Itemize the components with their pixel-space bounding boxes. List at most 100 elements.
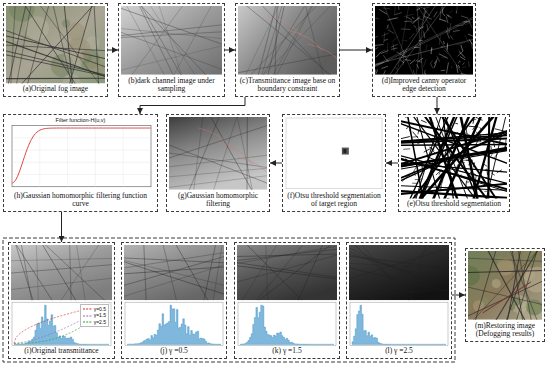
legend-row: γ=0.5 (83, 306, 106, 312)
pylon-line (40, 245, 79, 300)
edge-fragment (375, 48, 378, 54)
edge-fragment (443, 13, 445, 16)
edge-fragment (405, 51, 407, 53)
flow-arrow (437, 97, 438, 114)
edge-fragment (497, 170, 502, 173)
image-panel: (e)Otsu threshold segmentation (398, 114, 510, 212)
texture-blot (25, 16, 49, 40)
pylon-line (237, 265, 337, 280)
edge-fragment (403, 40, 407, 42)
edge-fragment (383, 55, 387, 62)
edge-fragment (423, 70, 425, 75)
edge-fragment (413, 132, 419, 139)
frame (286, 118, 382, 189)
edge-fragment (414, 25, 415, 27)
edge-fragment (401, 50, 404, 53)
edge-fragment (439, 170, 441, 175)
edge-fragment (500, 132, 502, 134)
legend-row: γ=1.5 (83, 312, 106, 318)
edge-fragment (461, 74, 467, 75)
edge-fragment (465, 35, 468, 44)
histogram-bars (127, 305, 221, 344)
pylon-line (260, 6, 283, 75)
edge-fragment (460, 56, 465, 59)
plot-frame (12, 302, 111, 345)
edge-fragment (450, 36, 452, 40)
edge-fragment (381, 33, 388, 36)
panel-caption: (m)Restoring image (Defogging results) (469, 322, 541, 339)
flow-arrow (140, 97, 245, 114)
legend: γ=0.5γ=1.5γ=2.5 (80, 304, 109, 327)
edge-fragment (425, 73, 427, 75)
pylon-line (6, 45, 105, 51)
edge-fragment (475, 125, 476, 128)
edge-fragment (426, 44, 427, 51)
flow-arrow (386, 163, 398, 164)
legend-row: γ=2.5 (83, 319, 106, 325)
flow-arrow (452, 295, 465, 296)
pylon-line (237, 262, 337, 278)
edge-fragment (384, 39, 388, 40)
edge-fragment (405, 59, 411, 61)
plot-frame (12, 126, 151, 187)
pylon-line (158, 6, 183, 75)
pylon-line (486, 251, 528, 320)
edge-fragment (423, 59, 426, 67)
legend-label: γ=2.5 (94, 319, 106, 325)
edge-fragment (410, 33, 415, 39)
edge-fragment (376, 55, 378, 57)
edge-fragment (458, 61, 459, 63)
edge-fragment (457, 43, 465, 45)
edge-fragment (376, 70, 377, 74)
pylon-line (442, 117, 453, 198)
filter-curve (12, 128, 151, 183)
pylon-line (468, 279, 542, 318)
edge-fragment (446, 16, 448, 23)
trans-image (238, 6, 337, 75)
panel-caption: (e)Otsu threshold segmentation (402, 200, 506, 209)
edge-fragment (456, 65, 458, 73)
legend-line (83, 309, 92, 310)
histogram (238, 302, 336, 345)
edge-fragment (401, 137, 410, 139)
edge-fragment (411, 167, 416, 176)
edge-fragment (432, 160, 433, 165)
edge-fragment (468, 61, 470, 67)
pylon-line (246, 117, 247, 190)
transmittance-image (11, 245, 112, 300)
edge-fragment (474, 175, 476, 185)
pylon-line (193, 117, 203, 190)
grid-line (12, 150, 151, 151)
image-panel: (d)Improved canny operator edge detectio… (372, 3, 476, 97)
pylon-line (94, 6, 99, 83)
edge-fragment (485, 178, 491, 179)
edge-fragment (469, 39, 473, 45)
edge-fragment (431, 48, 433, 51)
edge-fragment (379, 9, 387, 14)
edge-fragment (419, 61, 422, 63)
edge-fragment (468, 163, 475, 165)
pylon-line (396, 6, 410, 75)
edge-fragment (419, 22, 423, 29)
edge-fragment (461, 45, 463, 51)
edge-fragment (416, 60, 418, 61)
edge-fragment (415, 178, 423, 180)
pylon-line (505, 251, 533, 320)
edge-fragment (421, 120, 427, 123)
pylon-line (434, 117, 469, 198)
flow-arrow (61, 212, 62, 242)
edge-fragment (393, 44, 394, 52)
pylon-line (11, 278, 112, 290)
edge-fragment (384, 32, 385, 43)
edge-fragment (376, 18, 378, 19)
panel-caption: (l) γ =2.5 (350, 347, 448, 356)
pylon-line (508, 251, 538, 320)
edge-fragment (453, 30, 460, 31)
image-panel: (l) γ =2.5 (346, 242, 452, 359)
pylon-line (208, 117, 254, 190)
pylon-line (246, 6, 321, 75)
pylon-line (382, 6, 415, 75)
edge-fragment (447, 43, 448, 52)
edge-fragment (387, 59, 389, 62)
edge-fragment (406, 17, 412, 20)
